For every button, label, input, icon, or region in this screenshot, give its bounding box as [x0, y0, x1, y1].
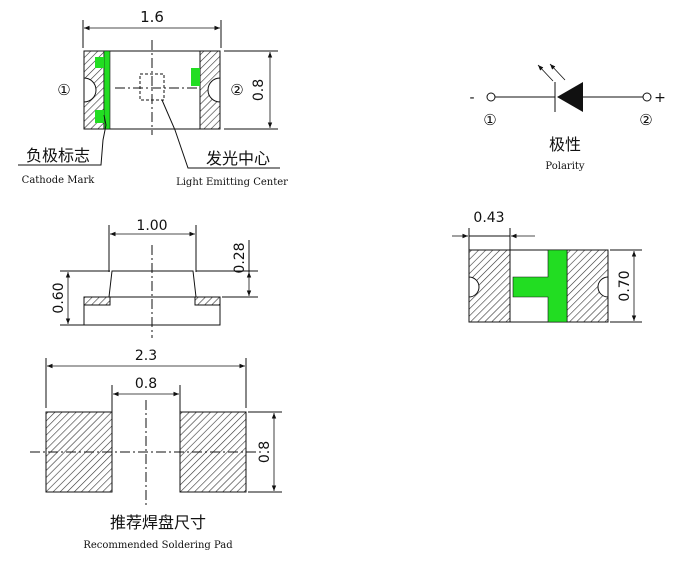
top-pin-2: ②: [230, 81, 243, 99]
right-terminal: [199, 50, 221, 130]
top-body-outline: [83, 50, 221, 130]
top-view: 1.6 ① ② 0.8 负极标志 Cathode Mark 发光中心 Light…: [18, 8, 288, 188]
cathode-mark-bottom: [95, 110, 104, 123]
dim-total-width-label: 2.3: [135, 348, 157, 364]
polarity-label-en: Polarity: [545, 161, 585, 172]
dim-lens-width-label: 1.00: [136, 218, 167, 234]
dim-lens-height-label: 0.28: [232, 242, 248, 273]
dim-pad-width-label: 0.43: [473, 210, 504, 226]
dim-length-label: 1.6: [140, 8, 164, 26]
dim-gap-label: 0.8: [135, 376, 157, 392]
emission-arrow-icon: [537, 64, 554, 82]
polarity-symbol: - + ① ② 极性 Polarity: [469, 63, 666, 172]
dim-pad-height-label: 0.8: [257, 441, 273, 463]
bottom-pad-left: [468, 249, 511, 323]
solder-pad-label-en: Recommended Soldering Pad: [83, 540, 233, 551]
top-pin-1: ①: [57, 81, 70, 99]
bottom-pad-right: [566, 249, 609, 323]
polarity-label-cn: 极性: [549, 135, 581, 154]
cathode-label-cn: 负极标志: [26, 146, 90, 165]
cathode-label-en: Cathode Mark: [22, 175, 96, 186]
anode-mark: [191, 68, 200, 86]
emission-arrow-icon: [549, 63, 566, 81]
bottom-polarity-mark: [512, 249, 568, 323]
solder-pad-label-cn: 推荐焊盘尺寸: [110, 513, 206, 532]
left-terminal: [83, 50, 105, 130]
solder-pad-view: 2.3 0.8 0.8 推荐焊盘尺寸 Recommended Soldering…: [30, 348, 282, 551]
polarity-plus: +: [654, 90, 666, 106]
center-label-en: Light Emitting Center: [176, 177, 288, 188]
polarity-pin-2: ②: [639, 111, 652, 129]
cathode-mark-bar: [103, 50, 111, 130]
bottom-body-outline: [468, 249, 609, 323]
side-view: 1.00 0.28 0.60: [51, 218, 258, 338]
dim-bottom-height-label: 0.70: [617, 270, 633, 301]
dim-height-label: 0.8: [251, 79, 267, 101]
center-label-cn: 发光中心: [206, 149, 270, 168]
bottom-view: 0.43 0.70: [452, 210, 642, 323]
cathode-mark-top: [95, 57, 104, 68]
dim-total-height-label: 0.60: [51, 282, 67, 313]
side-terminal-right: [194, 296, 221, 306]
side-terminal-left: [83, 296, 111, 306]
polarity-minus: -: [469, 90, 474, 106]
polarity-pin-1: ①: [483, 111, 496, 129]
diode-triangle-icon: [557, 82, 583, 112]
